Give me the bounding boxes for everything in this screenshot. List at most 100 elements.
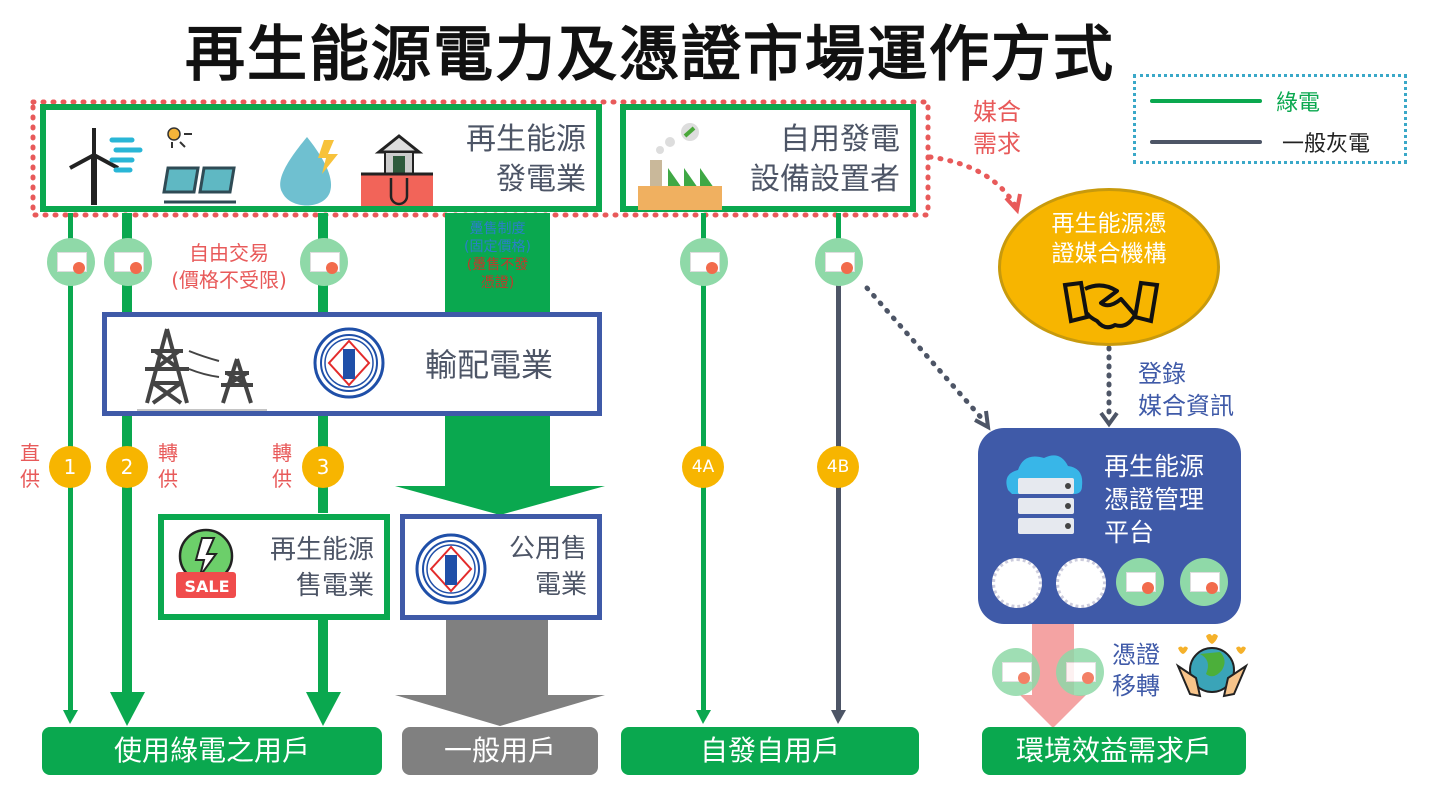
solar-panel-icon (162, 127, 236, 204)
matching-agency-label-line1: 再生能源憑 (1051, 211, 1167, 237)
path-number-badge: 4B (817, 446, 859, 488)
transmission-tower-icon (137, 328, 267, 411)
page-title: 再生能源電力及憑證市場運作方式 (185, 20, 1115, 90)
certificate-icon (104, 238, 152, 286)
path-2-arrowhead (110, 692, 145, 726)
certificate-icon (815, 238, 863, 286)
feed-in-arrowhead (395, 486, 605, 515)
geothermal-icon (361, 134, 433, 206)
grid-operator-label: 輸配電業 (425, 346, 554, 384)
matching-agency-label: 再生能源憑 證媒合機構 (1001, 209, 1217, 269)
empty-certificate-slot (1056, 558, 1106, 608)
empty-certificate-slot (992, 558, 1042, 608)
direct-supply-line2: 供 (20, 467, 40, 491)
free-trade-line2: (價格不受限) (171, 268, 287, 292)
register-info-arrowhead (1099, 411, 1119, 428)
cert-transfer-label: 憑證 移轉 (1112, 640, 1160, 702)
green-users-box: 使用綠電之用戶 (42, 727, 382, 775)
cert-platform: 再生能源 憑證管理 平台 (978, 428, 1241, 624)
cloud-server-icon (1006, 455, 1083, 534)
cert-transfer-line2: 移轉 (1112, 672, 1160, 700)
register-info-label: 登錄 媒合資訊 (1138, 358, 1234, 422)
path-number-badge: 3 (302, 446, 344, 488)
wind-turbine-icon (69, 128, 143, 205)
wheel-supply-2-line2: 供 (158, 467, 178, 491)
path-3-line-lower (318, 618, 328, 693)
path-4b-line-gray (836, 273, 841, 710)
feed-in-line1: 躉售制度 (469, 221, 526, 237)
transfer-arrowhead (1020, 695, 1086, 728)
re-retailer-label: 再生能源 售電業 (270, 532, 374, 604)
matching-demand-label: 媒合 需求 (973, 96, 1021, 160)
public-retailer-label: 公用售 電業 (509, 531, 587, 603)
env-users-box: 環境效益需求戶 (982, 727, 1246, 775)
self-users-box: 自發自用戶 (621, 727, 919, 775)
re-retailer-label-line2: 售電業 (295, 571, 374, 601)
legend-gray-label: 一般灰電 (1282, 132, 1371, 157)
direct-supply-label: 直 供 (20, 440, 40, 492)
cert-register-arrow (864, 285, 988, 425)
path-4a-arrowhead (696, 710, 711, 724)
legend-gray-swatch (1150, 140, 1262, 144)
legend-green-swatch (1150, 99, 1262, 103)
free-trade-line1: 自由交易 (189, 241, 269, 265)
cert-platform-label-line1: 再生能源 (1104, 452, 1205, 481)
self-generator-label: 自用發電 設備設置者 (750, 120, 900, 200)
certificate-icon (1056, 648, 1104, 696)
green-factory-icon (638, 123, 722, 210)
free-trade-label: 自由交易 (價格不受限) (158, 240, 300, 294)
handshake-icon (1062, 280, 1160, 330)
taipower-logo-icon (415, 533, 487, 605)
sale-energy-icon (176, 528, 236, 598)
wheel-supply-2-line1: 轉 (158, 441, 178, 465)
legend-green-label: 綠電 (1276, 91, 1321, 116)
cert-platform-label: 再生能源 憑證管理 平台 (1104, 450, 1204, 549)
register-info-line1: 登錄 (1138, 360, 1186, 388)
path-number-badge: 2 (106, 446, 148, 488)
path-1-arrowhead (63, 710, 78, 724)
public-retailer-box: 公用售 電業 (400, 514, 602, 620)
self-generator-box: 自用發電 設備設置者 (620, 104, 916, 212)
public-retailer-label-line1: 公用售 (508, 534, 587, 564)
certificate-icon (300, 238, 348, 286)
re-retailer-label-line1: 再生能源 (269, 535, 374, 565)
matching-demand-arrow (927, 154, 1018, 208)
feed-in-line2: (固定價格) (464, 239, 531, 255)
cert-platform-label-line2: 憑證管理 (1104, 485, 1205, 514)
earth-in-hands-icon (1175, 634, 1249, 698)
cert-transfer-line1: 憑證 (1112, 641, 1160, 669)
re-generator-label-line1: 再生能源 (466, 122, 586, 157)
path-4b-arrowhead (831, 710, 846, 724)
sale-badge: SALE (184, 577, 230, 596)
matching-demand-line1: 媒合 (973, 98, 1021, 126)
wheel-supply-3-line2: 供 (272, 467, 292, 491)
feed-in-label: 躉售制度 (固定價格) (躉售不發 憑證) (445, 220, 550, 292)
certificate-icon (1180, 558, 1228, 606)
matching-demand-arrowhead (1004, 193, 1022, 215)
certificate-icon (1116, 558, 1164, 606)
general-shaft (446, 620, 548, 695)
register-info-line2: 媒合資訊 (1138, 392, 1234, 420)
direct-supply-line1: 直 (20, 441, 40, 465)
wheel-supply-label-2: 轉 供 (158, 440, 178, 492)
certificate-icon (47, 238, 95, 286)
path-number-badge: 4A (682, 446, 724, 488)
general-arrowhead (395, 695, 605, 726)
wheel-supply-label-3: 轉 供 (272, 440, 292, 492)
cert-register-arrowhead (974, 410, 991, 431)
legend: 綠電 一般灰電 (1133, 74, 1407, 164)
matching-agency-label-line2: 證媒合機構 (1051, 241, 1167, 267)
matching-demand-line2: 需求 (973, 130, 1021, 158)
general-users-box: 一般用戶 (402, 727, 598, 775)
grid-operator-box: 輸配電業 (102, 312, 602, 416)
public-retailer-label-line2: 電業 (534, 570, 587, 600)
self-generator-label-line1: 自用發電 (780, 122, 900, 157)
re-generator-box: 再生能源 發電業 (40, 104, 602, 212)
feed-in-line3: (躉售不發 (466, 257, 529, 273)
re-retailer-box: SALE 再生能源 售電業 (158, 514, 390, 620)
feed-in-line4: 憑證) (480, 275, 515, 291)
re-generator-label: 再生能源 發電業 (466, 120, 586, 200)
self-generator-label-line2: 設備設置者 (750, 162, 900, 197)
taipower-logo-icon (313, 327, 385, 399)
hydro-power-icon (280, 137, 338, 206)
